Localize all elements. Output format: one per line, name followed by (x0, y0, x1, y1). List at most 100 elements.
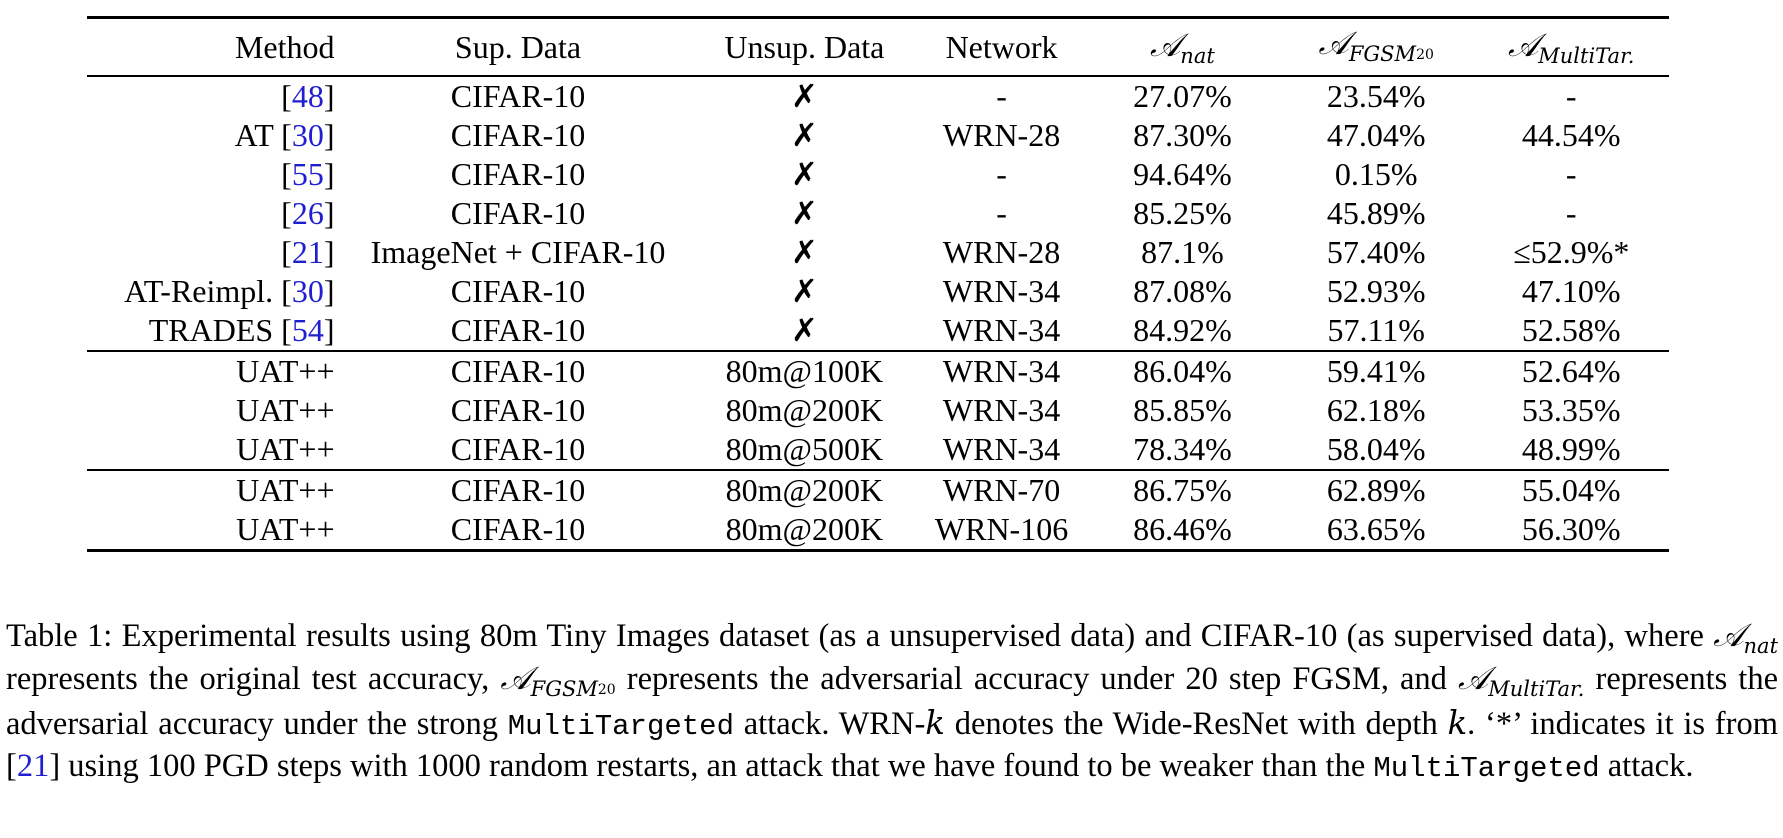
cell-network: WRN-34 (942, 312, 1061, 348)
cell-network: WRN-28 (942, 234, 1061, 270)
cell-acc-multi: 47.10% (1521, 273, 1621, 309)
cell-method: [26] (281, 195, 335, 231)
header-acc-multi: 𝒜MultiTar. (1508, 25, 1635, 68)
cell-acc-multi: - (1565, 156, 1577, 192)
cell-unsup-data: 80m@200K (725, 511, 884, 547)
cell-acc-nat: 84.92% (1133, 312, 1232, 348)
caption-citation-link[interactable]: 21 (16, 747, 50, 784)
caption-label: Table 1: (6, 618, 113, 654)
cell-acc-multi: ≤52.9%* (1513, 234, 1630, 270)
cell-sup-data: CIFAR-10 (450, 312, 586, 348)
cell-sup-data: CIFAR-10 (450, 392, 586, 428)
citation-link[interactable]: 48 (291, 78, 324, 114)
results-table: Method Sup. Data Unsup. Data Network 𝒜na… (87, 16, 1669, 552)
cell-acc-nat: 85.25% (1133, 195, 1232, 231)
table-body: [48]CIFAR-10✗-27.07%23.54%-AT [30]CIFAR-… (87, 76, 1669, 551)
cell-acc-nat: 27.07% (1133, 78, 1232, 114)
cell-method: UAT++ (236, 353, 335, 389)
cell-acc-fgsm: 62.18% (1326, 392, 1426, 428)
table-caption: Table 1: Experimental results using 80m … (6, 616, 1779, 785)
cell-method: UAT++ (236, 431, 335, 467)
cell-method: UAT++ (236, 472, 335, 508)
cell-acc-nat: 87.08% (1133, 273, 1232, 309)
cell-acc-nat: 86.04% (1133, 353, 1232, 389)
cell-acc-fgsm: 62.89% (1326, 472, 1426, 508)
cell-sup-data: CIFAR-10 (450, 273, 586, 309)
cell-sup-data: CIFAR-10 (450, 353, 586, 389)
header-acc-fgsm: 𝒜FGSM20 (1318, 24, 1434, 66)
table-row: [55]CIFAR-10✗-94.64%0.15%- (87, 155, 1669, 194)
cell-unsup-data: ✗ (790, 117, 818, 153)
header-network: Network (945, 28, 1058, 65)
cell-acc-fgsm: 59.41% (1326, 353, 1426, 389)
cell-acc-nat: 78.34% (1133, 431, 1232, 467)
cell-unsup-data: ✗ (790, 156, 818, 192)
cell-network: - (996, 195, 1007, 231)
cell-unsup-data: ✗ (790, 312, 818, 348)
header-unsup-data: Unsup. Data (724, 28, 885, 65)
cell-acc-fgsm: 57.11% (1327, 312, 1425, 348)
cell-network: WRN-34 (942, 273, 1061, 309)
citation-link[interactable]: 21 (291, 234, 324, 270)
cell-network: WRN-34 (942, 392, 1061, 428)
cell-acc-fgsm: 23.54% (1326, 78, 1426, 114)
citation-link[interactable]: 30 (291, 273, 324, 309)
caption-code-multitargeted-2: MultiTargeted (1373, 751, 1600, 785)
cell-network: WRN-34 (942, 353, 1061, 389)
cell-method: [21] (281, 234, 335, 270)
citation-link[interactable]: 55 (291, 156, 324, 192)
citation-link[interactable]: 30 (291, 117, 324, 153)
table-row: [26] CIFAR-10 ✗ - 85.25% 45.89% - (87, 194, 1669, 233)
cell-method: UAT++ (236, 511, 335, 547)
cell-network: WRN-70 (942, 472, 1061, 508)
cell-acc-multi: 56.30% (1521, 511, 1621, 547)
cell-method: UAT++ (236, 392, 335, 428)
cell-method: AT [30] (234, 117, 335, 153)
cell-acc-multi: - (1565, 195, 1577, 231)
cell-unsup-data: 80m@500K (725, 431, 884, 467)
cell-method: TRADES [54] (148, 312, 335, 348)
cell-acc-nat: 87.30% (1133, 117, 1232, 153)
citation-link[interactable]: 54 (291, 312, 324, 348)
cell-acc-fgsm: 45.89% (1326, 195, 1426, 231)
cell-method: AT-Reimpl. [30] (124, 273, 335, 309)
cell-network: - (996, 78, 1007, 114)
cell-acc-nat: 86.46% (1133, 511, 1232, 547)
header-sup-data: Sup. Data (454, 28, 582, 65)
citation-link[interactable]: 26 (291, 195, 324, 231)
cell-method: [55] (281, 156, 335, 192)
cell-acc-multi: 48.99% (1521, 431, 1621, 467)
cell-unsup-data: ✗ (790, 195, 818, 231)
cell-acc-fgsm: 0.15% (1334, 156, 1418, 192)
cell-acc-multi: 55.04% (1521, 472, 1621, 508)
cell-unsup-data: 80m@200K (725, 472, 884, 508)
cell-acc-nat: 86.75% (1133, 472, 1232, 508)
cell-sup-data: CIFAR-10 (450, 78, 586, 114)
cell-network: WRN-28 (942, 117, 1061, 153)
cell-acc-multi: 44.54% (1521, 117, 1621, 153)
cell-acc-fgsm: 58.04% (1326, 431, 1426, 467)
cell-unsup-data: 80m@200K (725, 392, 884, 428)
cell-sup-data: CIFAR-10 (450, 195, 586, 231)
cell-acc-fgsm: 63.65% (1326, 511, 1426, 547)
header-method: Method (234, 28, 335, 65)
cell-sup-data: CIFAR-10 (450, 511, 586, 547)
cell-acc-nat: 94.64% (1133, 156, 1232, 192)
header-row: Method Sup. Data Unsup. Data Network 𝒜na… (87, 17, 1669, 77)
cell-network: WRN-106 (934, 511, 1069, 547)
cell-sup-data: CIFAR-10 (450, 472, 586, 508)
cell-acc-nat: 85.85% (1133, 392, 1232, 428)
cell-acc-fgsm: 57.40% (1326, 234, 1426, 270)
table-row: UAT++ CIFAR-10 80m@200K WRN-106 86.46% 63.65%… (87, 510, 1669, 551)
cell-sup-data: ImageNet + CIFAR-10 (370, 234, 666, 270)
cell-acc-nat: 87.1% (1141, 234, 1224, 270)
cell-network: - (996, 156, 1007, 192)
caption-code-multitargeted: MultiTargeted (507, 710, 734, 743)
